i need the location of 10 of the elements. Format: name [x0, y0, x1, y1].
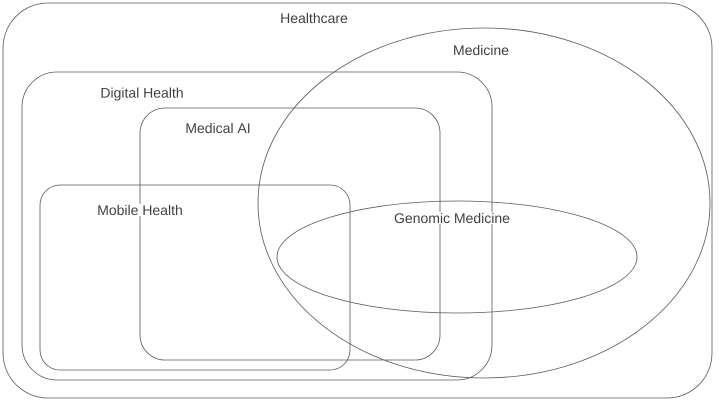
rounded-region: [40, 184, 350, 370]
region-label: Medicine: [452, 44, 510, 56]
ellipse-region: [276, 200, 638, 314]
rounded-region: [2, 2, 712, 398]
region-label: Mobile Health: [96, 204, 184, 216]
region-label: Healthcare: [279, 12, 349, 24]
ellipse-region: [258, 28, 710, 378]
region-label: Genomic Medicine: [393, 212, 511, 224]
region-label: Digital Health: [99, 86, 185, 102]
region-label: Medical AI: [184, 122, 252, 134]
